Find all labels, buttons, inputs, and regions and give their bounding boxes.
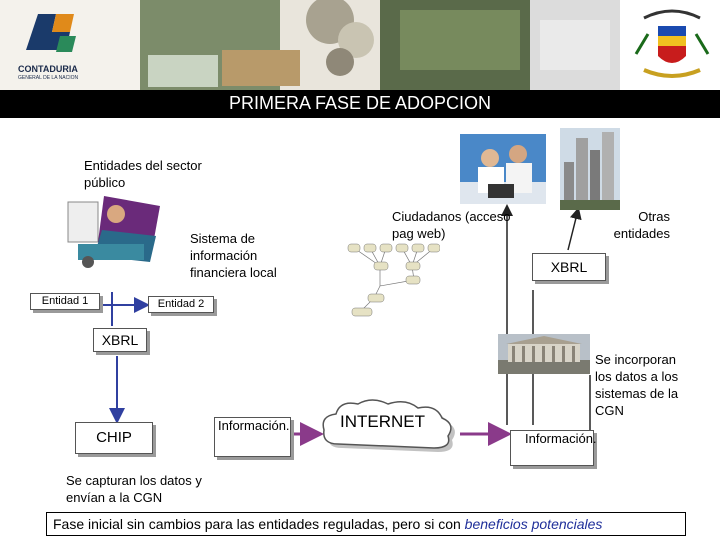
- label-otras-entidades: Otras entidades: [613, 209, 670, 241]
- label-se-incorporan: Se incorporan los datos a los sistemas d…: [595, 352, 679, 418]
- internet-cloud-icon: [322, 399, 455, 452]
- tree-node-10: [367, 293, 385, 303]
- office-worker-clipart-icon: [67, 196, 160, 268]
- footer-text: Fase inicial sin cambios para las entida…: [53, 516, 465, 532]
- label-se-capturan: Se capturan los datos y envían a la CGN: [66, 473, 202, 505]
- tree-node-8: [405, 261, 421, 271]
- header-banner: CONTADURIA GENERAL DE LA NACION: [0, 0, 720, 90]
- internet-label: INTERNET: [340, 412, 425, 431]
- chip-box: CHIP: [75, 422, 153, 454]
- informacion-left-box: Información.: [214, 417, 291, 457]
- informacion-right-box: Información.: [510, 430, 597, 466]
- label-entidades-sector: Entidades del sector público: [84, 158, 202, 190]
- tree-node-9: [405, 275, 421, 285]
- tree-node-1: [347, 243, 361, 253]
- tree-node-11: [351, 307, 373, 317]
- coat-of-arms-icon: [634, 9, 710, 78]
- xbrl-right-box: XBRL: [532, 253, 606, 281]
- page-title: PRIMERA FASE DE ADOPCION: [228, 93, 492, 113]
- cgn-building-photo: [498, 334, 590, 374]
- cgn-logo-icon: [26, 14, 76, 52]
- footer-statement: Fase inicial sin cambios para las entida…: [46, 512, 686, 536]
- logo-subtext: GENERAL DE LA NACION: [18, 75, 79, 81]
- label-ciudadanos: Ciudadanos (acceso pag web): [392, 209, 511, 241]
- tree-node-5: [411, 243, 425, 253]
- xbrl-taxonomy-tree: [347, 243, 440, 317]
- business-people-photo: [460, 134, 546, 204]
- tree-node-7: [373, 261, 389, 271]
- entidad-1-box: Entidad 1: [30, 293, 100, 310]
- entidad-2-box: Entidad 2: [148, 296, 214, 313]
- tree-node-6: [427, 243, 440, 253]
- title-bar: [0, 90, 720, 118]
- footer-emphasis: beneficios potenciales: [464, 516, 603, 532]
- banner-photo-collage: [0, 0, 720, 90]
- tree-node-4: [395, 243, 409, 253]
- arrow-up-to-otras-entidades: [567, 207, 582, 251]
- xbrl-left-box: XBRL: [93, 328, 147, 352]
- tree-node-2: [363, 243, 377, 253]
- city-skyline-photo: [560, 128, 620, 210]
- tree-node-3: [379, 243, 393, 253]
- logo-text: CONTADURIA: [18, 64, 78, 74]
- label-sistema-informacion: Sistema de información financiera local: [190, 231, 277, 280]
